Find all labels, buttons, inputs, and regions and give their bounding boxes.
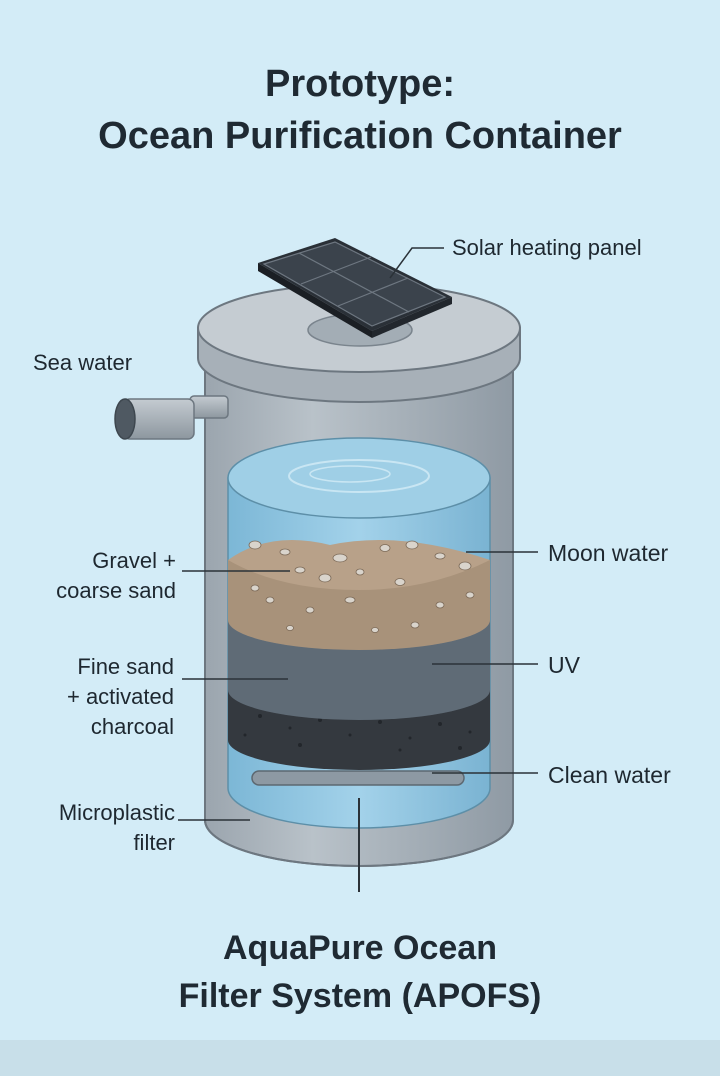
sea-water-inlet-pipe — [114, 395, 229, 440]
label-microplastic-line-1: Microplastic — [58, 800, 175, 825]
label-sea-water: Sea water — [33, 350, 133, 375]
label-microplastic: Microplastic filter — [14, 798, 175, 858]
system-name: AquaPure Ocean Filter System (APOFS) — [0, 924, 720, 1020]
page-title: Prototype: Ocean Purification Container — [0, 58, 720, 162]
label-gravel: Gravel + coarse sand — [20, 546, 176, 606]
label-fine-sand-line-3: charcoal — [90, 714, 174, 739]
label-fine-sand-line-1: Fine sand — [77, 654, 174, 679]
title-line-2: Ocean Purification Container — [98, 115, 622, 157]
leader-lines — [178, 247, 538, 821]
bottom-band — [0, 1040, 720, 1076]
label-moon-water: Moon water — [548, 540, 669, 566]
gravel-layer — [228, 540, 490, 650]
label-microplastic-line-2: filter — [133, 830, 175, 855]
label-fine-sand: Fine sand + activated charcoal — [20, 652, 174, 742]
microplastic-filter-bar — [251, 770, 465, 786]
label-uv: UV — [548, 652, 580, 678]
label-fine-sand-line-2: + activated — [66, 684, 174, 709]
label-gravel-line-1: Gravel + — [92, 548, 176, 573]
solar-panel — [258, 238, 452, 338]
system-name-line-2: Filter System (APOFS) — [178, 977, 542, 1015]
system-name-line-1: AquaPure Ocean — [223, 929, 497, 967]
title-line-1: Prototype: — [265, 63, 455, 105]
leader-solar — [389, 247, 444, 279]
label-solar-panel: Solar heating panel — [452, 235, 642, 260]
label-clean-water: Clean water — [548, 762, 671, 788]
label-gravel-line-2: coarse sand — [56, 578, 176, 603]
